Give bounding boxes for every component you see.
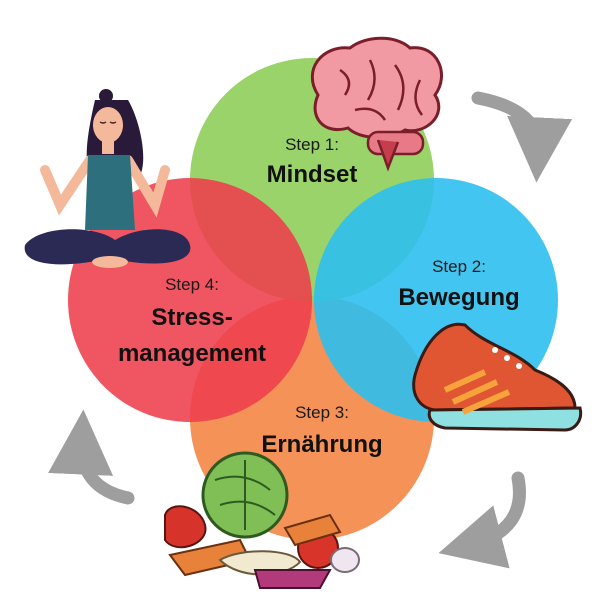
- step-1-title: Mindset: [267, 161, 358, 188]
- vegetables-icon: [164, 451, 360, 589]
- step-3-title: Ernährung: [261, 431, 382, 458]
- step-4-title-line-2: management: [118, 340, 266, 367]
- step-4-number-label: Step 4:: [165, 275, 219, 294]
- cycle-arrow-bottom-right: [438, 471, 526, 569]
- brain-icon: [310, 36, 443, 172]
- step-2-number-label: Step 2:: [432, 257, 486, 276]
- cycle-arrows: [48, 91, 573, 569]
- step-3-number-label: Step 3:: [295, 403, 349, 422]
- step-2-title: Bewegung: [398, 284, 519, 311]
- sneaker-icon: [412, 322, 583, 432]
- step-4-title-line-1: Stress-: [151, 304, 232, 331]
- cycle-arrow-left: [48, 409, 135, 505]
- cycle-arrow-top-right: [471, 91, 573, 183]
- meditation-woman-icon: [24, 89, 191, 268]
- step-1-number-label: Step 1:: [285, 135, 339, 154]
